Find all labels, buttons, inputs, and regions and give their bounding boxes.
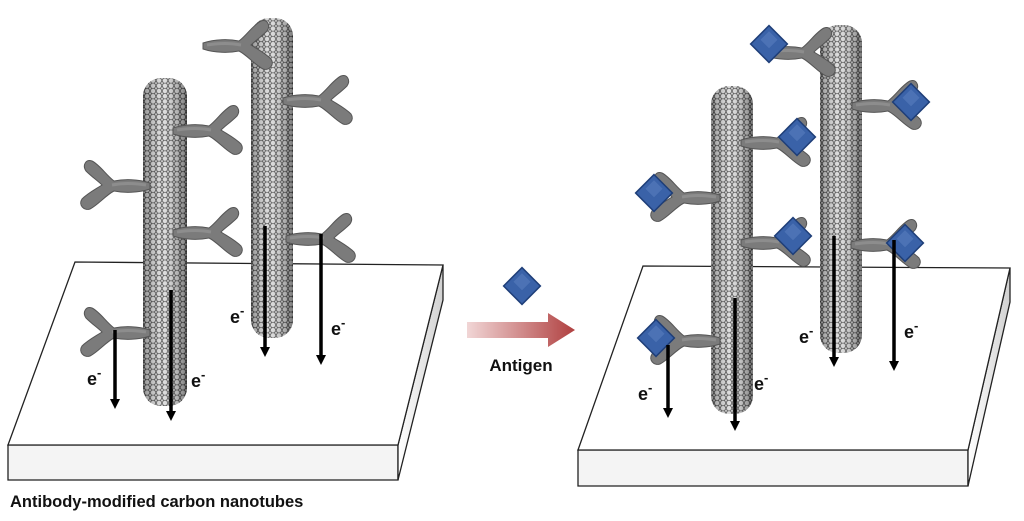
left-electron-arrows: [110, 226, 326, 421]
electron-label: e-: [230, 303, 244, 327]
figure-caption: Antibody-modified carbon nanotubes: [10, 493, 303, 511]
reaction-arrow-label: Antigen: [489, 356, 552, 375]
reaction-arrow: [467, 313, 575, 347]
electron-label: e-: [191, 367, 205, 391]
electron-label: e-: [754, 370, 768, 394]
antigen-icon: [885, 223, 925, 263]
right-electron-labels: e- e- e- e-: [638, 318, 918, 404]
right-nanotube-front: [711, 86, 753, 414]
right-electrode-plate: [577, 265, 1011, 487]
electron-label: e-: [331, 315, 345, 339]
electron-label: e-: [904, 318, 918, 342]
left-nanotube-front: [143, 78, 187, 406]
antigen-icon: [502, 266, 542, 306]
antibody: [79, 159, 152, 211]
electron-label: e-: [799, 323, 813, 347]
free-antigen: [502, 266, 542, 306]
electron-label: e-: [87, 365, 101, 389]
left-electrode-plate: [7, 261, 444, 481]
antibody: [281, 74, 354, 126]
electron-label: e-: [638, 380, 652, 404]
left-electron-labels: e- e- e- e-: [87, 303, 345, 391]
right-electron-arrows: [663, 236, 899, 431]
